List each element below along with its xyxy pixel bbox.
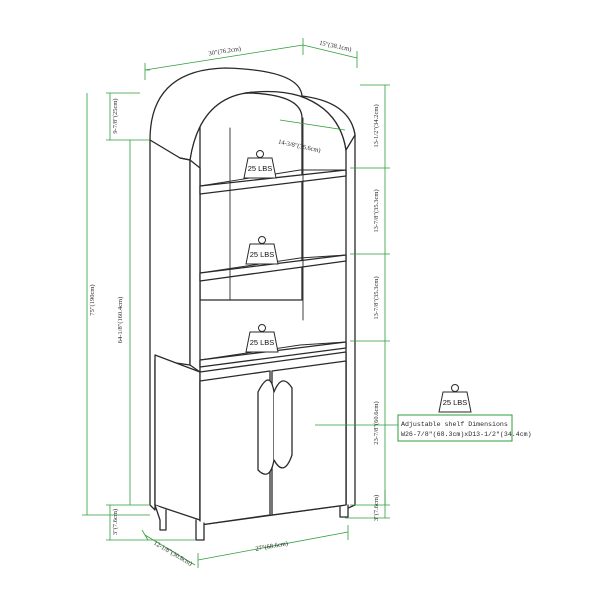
left-door-handle[interactable] — [257, 379, 275, 475]
dim-arch-height: 9-7/8"(25cm) — [112, 98, 119, 133]
weight-label-1: 25 LBS — [248, 164, 273, 173]
dim-base-width: 27"(68.6cm) — [255, 540, 289, 553]
right-door-handle[interactable] — [273, 380, 293, 469]
dim-gap-3: 13-7/8"(35.3cm) — [373, 276, 380, 319]
weight-badge-1: 25 LBS — [243, 150, 277, 179]
shelf-callout-box: Adjustable shelf Dimensions W26-7/8"(68.… — [397, 414, 532, 442]
dim-gap-2: 13-7/8"(35.3cm) — [373, 189, 380, 232]
callout-weight-badge: 25 LBS — [438, 384, 472, 413]
callout-line-2: W26-7/8"(68.3cm)xD13-1/2"(34.4cm) — [401, 431, 532, 438]
dim-overall-height: 75"(190cm) — [89, 284, 96, 315]
shelf-2-back — [199, 254, 347, 274]
dimension-lines — [82, 38, 398, 568]
shelf-3-back — [199, 341, 347, 361]
cabinet-left-side — [154, 354, 201, 521]
front-left-foot — [195, 519, 205, 541]
dim-overall-depth: 15"(38.1cm) — [319, 40, 353, 54]
dim-top-gap: 13-1/2"(34.2cm) — [373, 104, 380, 147]
shelf-2 — [199, 254, 347, 282]
weight-badge-3: 25 LBS — [245, 324, 279, 353]
dim-interior-height: 64-1/8"(160.4cm) — [117, 297, 124, 344]
weight-label-2: 25 LBS — [250, 250, 275, 259]
arch-inner-curve — [189, 91, 256, 161]
dim-cabinet-height: 23-7/8"(60.6cm) — [373, 401, 380, 444]
shelf-1 — [199, 169, 347, 195]
shelf-1-back — [199, 169, 347, 187]
left-front-edge — [179, 157, 201, 373]
shelf-3 — [199, 341, 347, 368]
weight-badge-2: 25 LBS — [245, 236, 279, 265]
callout-line-1: Adjustable shelf Dimensions — [401, 421, 508, 428]
left-rear-foot — [154, 504, 167, 531]
dim-foot-height-right: 3"(7.6cm) — [373, 495, 380, 521]
front-right-foot — [339, 504, 349, 518]
dim-base-depth: 12-1/8"(30.8cm) — [152, 540, 193, 568]
dim-foot-height-left: 3"(7.6cm) — [112, 509, 119, 535]
bookcase: 25 LBS 25 LBS 25 LBS — [149, 67, 356, 541]
left-door[interactable] — [199, 370, 271, 526]
weight-label-3: 25 LBS — [250, 338, 275, 347]
callout-weight-label: 25 LBS — [443, 398, 468, 407]
